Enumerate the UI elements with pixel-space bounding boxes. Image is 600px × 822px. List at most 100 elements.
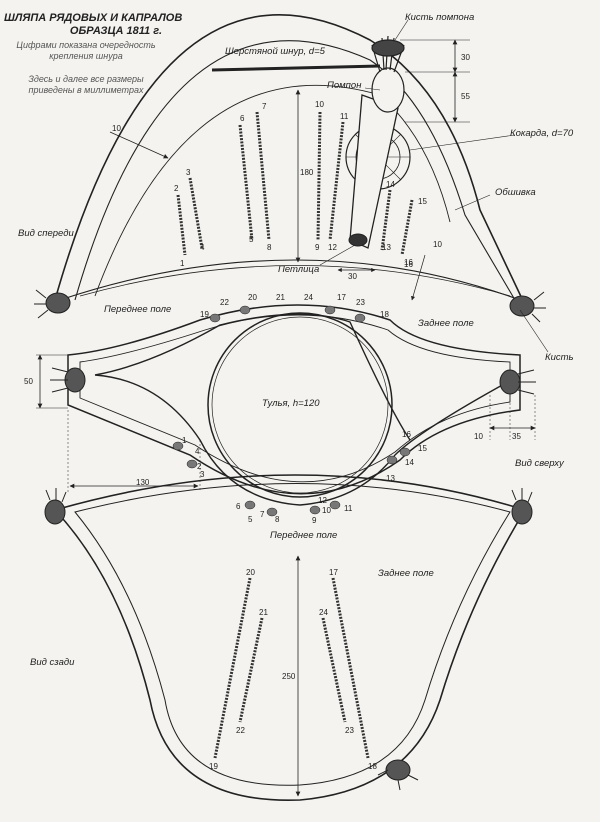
note-units-line2: приведены в миллиметрах (28, 85, 144, 95)
back-cord-num-20: 20 (246, 568, 255, 577)
top-cord-num-5: 5 (248, 515, 253, 524)
label-pompon: Помпон (327, 80, 362, 91)
front-bottom-trim (79, 265, 511, 297)
back-inner-edge (74, 483, 511, 786)
dim-tassel-width: 50 (24, 377, 33, 386)
front-cord-num-8: 8 (267, 243, 272, 252)
front-cord-num-4: 4 (200, 243, 205, 252)
top-cord-num-22: 22 (220, 298, 229, 307)
label-cockade: Кокарда, d=70 (510, 128, 574, 139)
top-cord-num-15: 15 (418, 444, 427, 453)
back-cord-num-23: 23 (345, 726, 354, 735)
label-tassel: Кисть (545, 352, 574, 363)
back-cord-num-24: 24 (319, 608, 328, 617)
dim-side-tassel: 35 (512, 432, 521, 441)
label-front-brim-top: Переднее поле (270, 530, 338, 541)
front-bottom-line (59, 259, 521, 301)
front-cord-num-1: 1 (180, 259, 185, 268)
top-cord-num-18: 18 (380, 310, 389, 319)
top-tassel-right (499, 369, 536, 395)
top-cord-num-2: 2 (197, 462, 202, 471)
top-tassel-left (50, 367, 86, 393)
title-line1: ШЛЯПА РЯДОВЫХ И КАПРАЛОВ (4, 12, 183, 24)
view-front-label: Вид спереди (18, 228, 74, 239)
top-brim-inner (79, 314, 511, 483)
top-cord-num-12: 12 (318, 496, 327, 505)
top-cord-num-4: 4 (195, 447, 200, 456)
front-view (34, 14, 549, 353)
back-bottom-tassel (377, 759, 419, 791)
front-tassel-right (509, 291, 546, 323)
back-outer-edge (53, 474, 527, 801)
top-view (36, 304, 536, 517)
top-cord-num-6: 6 (236, 502, 241, 511)
top-cord-num-11: 11 (344, 504, 353, 513)
note-order-line2: крепления шнура (49, 51, 123, 61)
top-cord-num-17: 17 (337, 293, 346, 302)
back-cord-num-21: 21 (259, 608, 268, 617)
front-outer-edge (54, 14, 526, 306)
top-cord-path (94, 313, 516, 506)
back-cord-num-22: 22 (236, 726, 245, 735)
dim-edge-width: 10 (112, 124, 121, 133)
wool-cord (211, 64, 381, 72)
dim-side-offset: 10 (474, 432, 483, 441)
top-cord-num-7: 7 (260, 510, 265, 519)
label-front-brim: Переднее поле (104, 304, 172, 315)
front-cord-num-5: 5 (249, 235, 254, 244)
front-cords (176, 111, 414, 256)
top-cord-knots (172, 305, 411, 517)
top-cord-num-21: 21 (276, 293, 285, 302)
front-tassel-left (34, 289, 71, 319)
front-inner-trim (94, 84, 451, 297)
loop-strap (349, 94, 399, 249)
front-cord-num-9: 9 (315, 243, 320, 252)
label-crown: Тулья, h=120 (262, 398, 320, 409)
dim-cockade-offset: 30 (348, 272, 357, 281)
top-cord-num-8: 8 (275, 515, 280, 524)
back-tassel-left (44, 488, 67, 525)
front-cord-num-6: 6 (240, 114, 245, 123)
label-back-brim: Заднее поле (418, 318, 474, 329)
front-cord-num-10: 10 (315, 100, 324, 109)
top-cord-num-20: 20 (248, 293, 257, 302)
dim-front-half-width: 130 (136, 478, 150, 487)
dim-pompon-tassel: 30 (461, 53, 470, 62)
front-cord-num-11: 11 (340, 112, 349, 121)
title-line2: ОБРАЗЦА 1811 г. (69, 25, 162, 37)
top-cord-num-23: 23 (356, 298, 365, 307)
label-loop: Петлица (278, 264, 320, 275)
top-cord-num-9: 9 (312, 516, 317, 525)
back-cord-num-19: 19 (209, 762, 218, 771)
back-cord-num-17: 17 (329, 568, 338, 577)
top-brim-outline (67, 304, 521, 495)
back-cords (213, 577, 370, 759)
dim-pompon: 55 (461, 92, 470, 101)
dim-back-height: 250 (282, 672, 296, 681)
top-cord-num-10: 10 (322, 506, 331, 515)
top-cord-num-3: 3 (200, 470, 205, 479)
label-pompon-tassel: Кисть помпона (405, 12, 475, 23)
front-cord-num-15: 15 (418, 197, 427, 206)
label-back-brim-rear: Заднее поле (378, 568, 434, 579)
note-units-line1: Здесь и далее все размеры (28, 74, 144, 84)
crown (207, 312, 393, 498)
top-cord-num-16: 16 (402, 430, 411, 439)
note-order-line1: Цифрами показана очередность (16, 40, 156, 50)
top-cord-num-1: 1 (182, 436, 187, 445)
front-cord-num-2: 2 (174, 184, 179, 193)
front-cord-num-16: 16 (404, 258, 413, 267)
front-cord-num-14: 14 (386, 180, 395, 189)
top-cord-num-19: 19 (200, 310, 209, 319)
dim-loop-edge: 10 (433, 240, 442, 249)
label-wool-cord: Шерстяной шнур, d=5 (225, 46, 325, 57)
front-inner-edge (74, 40, 516, 301)
top-cord-num-13: 13 (386, 474, 395, 483)
view-back-label: Вид сзади (30, 657, 75, 668)
dim-loop-offset: 16 (404, 260, 413, 269)
back-view (44, 474, 533, 801)
front-cord-num-12: 12 (328, 243, 337, 252)
pompon (371, 67, 405, 113)
front-cord-num-7: 7 (262, 102, 267, 111)
pompon-tassel (371, 35, 405, 73)
